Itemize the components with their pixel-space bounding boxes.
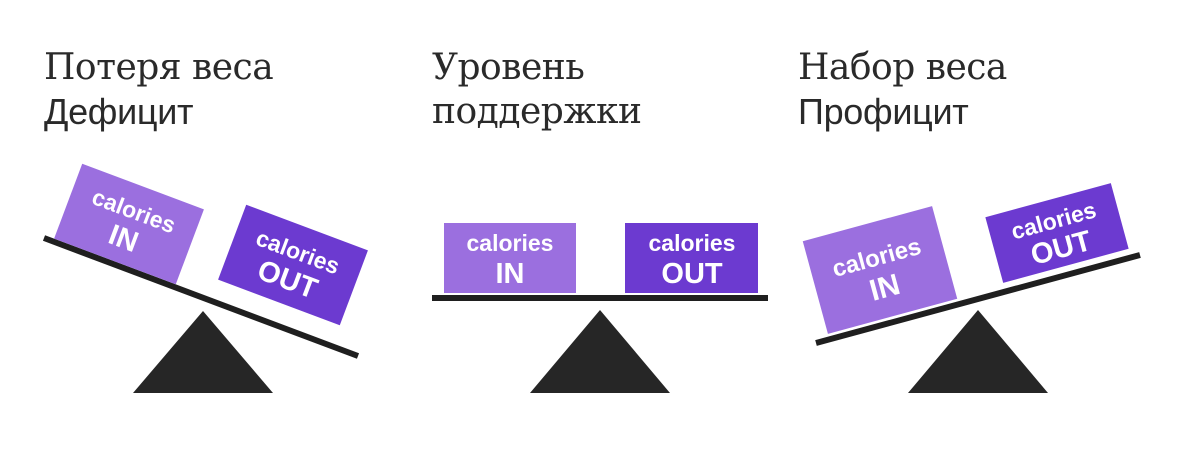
calories-out-box-rect: [625, 223, 758, 293]
calories-in-value: IN: [496, 258, 525, 290]
panel-title-maintenance: Уровень поддержки: [432, 46, 642, 134]
balance-beam: [42, 235, 360, 359]
calories-in-box-rect: [54, 163, 204, 285]
calories-out-box: calories OUT: [985, 183, 1129, 283]
balance-beam: [815, 252, 1141, 346]
calories-out-label: calories: [649, 230, 736, 256]
title-line-2: Профицит: [798, 91, 969, 132]
calories-in-box: calories IN: [802, 206, 958, 334]
fulcrum-triangle: [133, 311, 273, 393]
calories-in-label: calories: [467, 230, 554, 256]
panel-title-weight-gain: Набор веса Профицит: [798, 46, 1007, 134]
calories-out-value: OUT: [661, 258, 723, 290]
title-line-1: Набор веса: [798, 47, 1007, 88]
calories-out-box-rect: [985, 183, 1129, 283]
calories-in-box: calories IN: [444, 223, 576, 293]
calories-in-box-rect: [802, 206, 958, 334]
title-line-2: Дефицит: [44, 91, 194, 132]
calories-in-box: calories IN: [54, 163, 204, 285]
calories-in-box-rect: [444, 223, 576, 293]
calories-out-box: calories OUT: [625, 223, 758, 293]
calories-out-box-rect: [218, 204, 368, 326]
scale-surplus: calories IN calories OUT: [802, 183, 1141, 393]
calories-out-box: calories OUT: [218, 204, 368, 326]
title-line-1: Потеря веса: [44, 47, 274, 88]
fulcrum-triangle: [530, 310, 670, 393]
scale-maintenance: calories IN calories OUT: [432, 223, 768, 393]
scale-deficit: calories IN calories OUT: [42, 163, 368, 393]
title-line-2: поддержки: [432, 91, 642, 132]
title-line-1: Уровень: [432, 47, 585, 88]
panel-title-weight-loss: Потеря веса Дефицит: [44, 46, 274, 134]
fulcrum-triangle: [908, 310, 1048, 393]
